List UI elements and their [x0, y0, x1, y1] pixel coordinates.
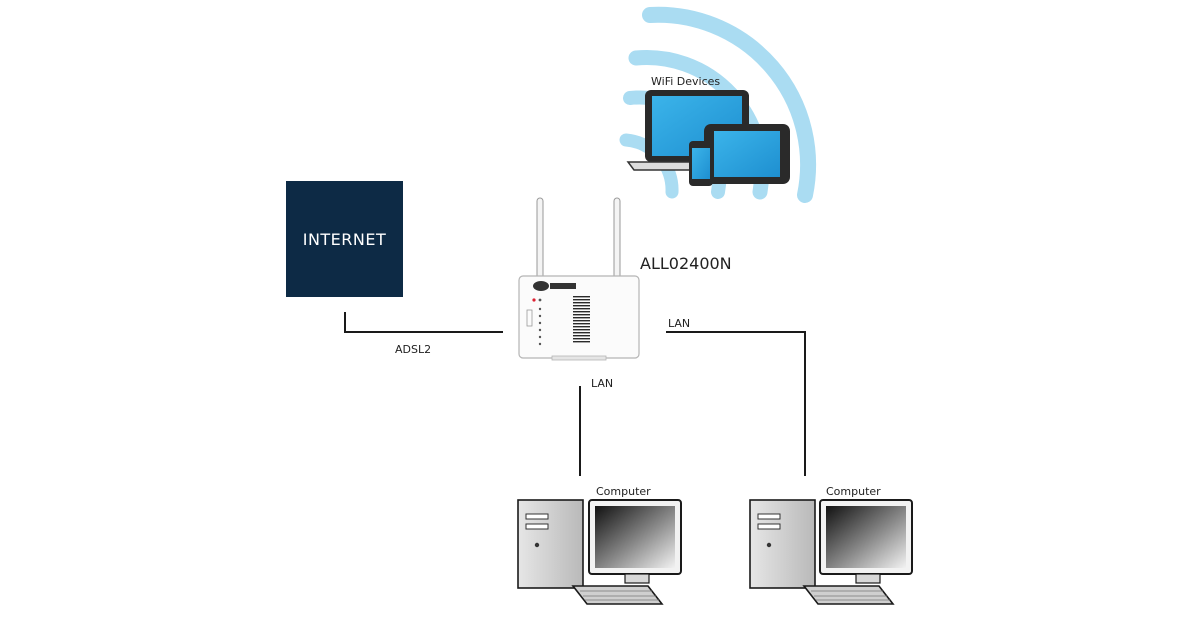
- internet-node: INTERNET: [286, 181, 403, 297]
- computer-right-label: Computer: [826, 485, 881, 498]
- wifi-devices-label: WiFi Devices: [651, 75, 721, 88]
- adsl-link-label: ADSL2: [395, 343, 432, 356]
- lan-bottom-link-label: LAN: [591, 377, 614, 390]
- router-device: [518, 197, 640, 361]
- computer-left-label: Computer: [596, 485, 651, 498]
- computer-left-icon: [517, 499, 682, 605]
- lan-right-link-label: LAN: [668, 317, 691, 330]
- computer-right-icon: [749, 499, 913, 605]
- internet-label: INTERNET: [302, 229, 387, 249]
- router-model-label: ALL02400N: [640, 254, 732, 273]
- tablet-icon: [704, 124, 790, 184]
- phone-icon: [689, 141, 713, 186]
- connection-lines: [344, 312, 806, 476]
